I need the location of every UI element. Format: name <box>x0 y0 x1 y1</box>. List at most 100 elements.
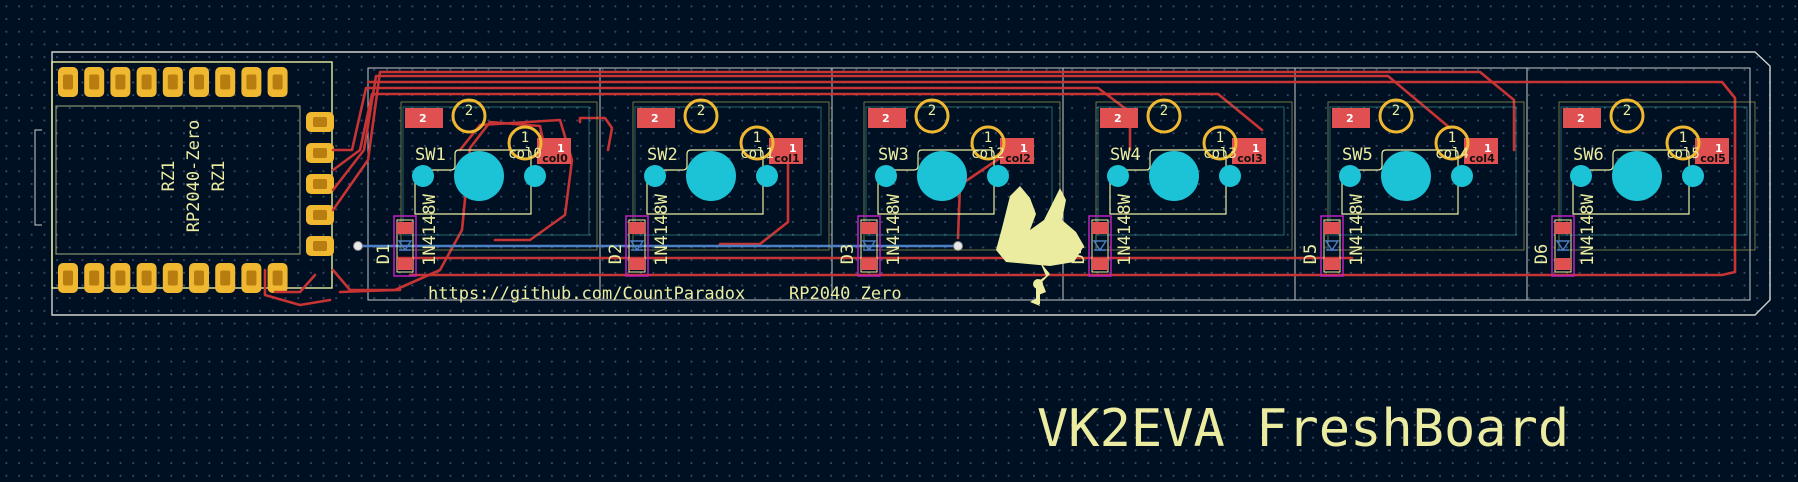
switch-smd-1-number: 1 <box>1020 142 1028 155</box>
diode-unit: D2 1N4148W <box>606 193 672 277</box>
module-pad-top-4-drill <box>141 74 152 90</box>
diode-unit: D1 1N4148W <box>374 193 440 277</box>
board-outline <box>51 51 1771 316</box>
module-value-label: RP2040-Zero <box>184 120 204 233</box>
module-ref-label: RZ1 <box>159 161 179 192</box>
diode-outline <box>1091 219 1109 273</box>
switch-col-pad-label: col0 <box>542 152 568 165</box>
switch-col-pad-label: col5 <box>1700 152 1726 165</box>
switch-col-label: col1 <box>740 146 774 162</box>
switch-smd-1-number: 1 <box>1484 142 1492 155</box>
switch-courtyard <box>1097 106 1285 236</box>
diode-courtyard <box>393 215 417 277</box>
key-grid-outline <box>367 67 1751 301</box>
switch-ref-label: SW2 <box>647 145 678 165</box>
diode-pad-bottom <box>397 258 413 270</box>
switch-col-pad-label: col1 <box>774 152 800 165</box>
via-left <box>353 241 363 251</box>
diode-pad-bottom <box>1092 258 1108 270</box>
switch-smd-2-number: 2 <box>1346 112 1354 125</box>
switch-right-post <box>756 165 778 187</box>
diode-courtyard <box>857 215 881 277</box>
switch-pin-1 <box>1202 125 1238 161</box>
board-title-text: VK2EVA FreshBoard <box>1037 399 1569 459</box>
diode-symbol <box>397 240 413 252</box>
switch-pin-2 <box>683 98 719 134</box>
module-right-pads <box>306 112 334 256</box>
module-pad-bottom-4-drill <box>141 270 152 286</box>
switch-right-post <box>524 165 546 187</box>
front-copper-traces <box>263 70 1737 307</box>
switch-courtyard <box>634 106 822 236</box>
logo-artwork <box>996 186 1084 306</box>
switch-smd-2-number: 2 <box>419 112 427 125</box>
switch-smd-2-number: 2 <box>1577 112 1585 125</box>
diode-symbol <box>1555 240 1571 252</box>
switch-smd-pad-2 <box>637 108 675 128</box>
switch-col-pad-label: col4 <box>1469 152 1495 165</box>
switch-pin-2 <box>1609 98 1645 134</box>
diode-value-label: 1N4148W <box>884 193 904 265</box>
switch-unit: 2 1 2 1 col2 col2 SW3 <box>863 98 1061 251</box>
module-pad-right-3-drill <box>313 179 327 189</box>
diode-symbol <box>629 240 645 252</box>
switch-col-label: col0 <box>508 146 542 162</box>
switch-pin-1 <box>970 125 1006 161</box>
module-pad-bottom-8-drill <box>246 270 257 286</box>
diode-pad-bottom <box>629 258 645 270</box>
switch-pin-1-number: 1 <box>984 130 992 146</box>
switch-unit: 2 1 2 1 col5 col5 SW6 <box>1558 98 1756 251</box>
switch-pin-2-number: 2 <box>1392 103 1400 119</box>
switch-courtyard <box>865 106 1053 236</box>
switch-smd-pad-1 <box>769 138 803 164</box>
switch-col-label: col2 <box>971 146 1005 162</box>
module-pad-bottom-2-drill <box>89 270 100 286</box>
switch-center-hole <box>686 151 736 201</box>
trace-rz-down <box>263 268 332 307</box>
switch-outline <box>1572 149 1690 215</box>
module-pad-bottom-9-drill <box>272 270 283 286</box>
diode-pad-top <box>861 222 877 234</box>
module-pad-right-5-drill <box>313 241 327 251</box>
trace-rz-left <box>273 273 317 294</box>
diode-pad-top <box>397 222 413 234</box>
diode-outline <box>396 219 414 273</box>
switch-pin-1-number: 1 <box>1679 130 1687 146</box>
module-pad-top-2-drill <box>89 74 100 90</box>
switch-ref-label: SW3 <box>878 145 909 165</box>
module-pad-top-8-drill <box>246 74 257 90</box>
switch-pin-2-number: 2 <box>928 103 936 119</box>
switch-outline <box>1341 149 1459 215</box>
switch-col-label: col5 <box>1666 146 1700 162</box>
switch-smd-pad-2 <box>405 108 443 128</box>
diode-unit: D5 1N4148W <box>1301 193 1367 277</box>
diode-ref-label: D3 <box>838 244 858 264</box>
switch-smd-pad-2 <box>868 108 906 128</box>
diode-ref-label: D5 <box>1301 244 1321 264</box>
module-pad-right-2-drill <box>313 148 327 158</box>
switch-courtyard <box>1329 106 1517 236</box>
switch-unit: 2 1 2 1 col4 col4 SW5 <box>1327 98 1525 251</box>
switch-outline <box>1109 149 1227 215</box>
switch-col-label: col3 <box>1203 146 1237 162</box>
switch-ref-label: SW6 <box>1573 145 1604 165</box>
switch-center-hole <box>1381 151 1431 201</box>
switch-smd-pad-2 <box>1563 108 1601 128</box>
module-pad-bottom-3-drill <box>115 270 126 286</box>
module-pad-right-1-drill <box>313 117 327 127</box>
switch-smd-pad-2 <box>1332 108 1370 128</box>
module-pad-bottom-6-drill <box>194 270 204 286</box>
switch-pin-2-number: 2 <box>1623 103 1631 119</box>
switch-smd-2-number: 2 <box>1114 112 1122 125</box>
diode-outline <box>860 219 878 273</box>
trace-row-bus <box>366 80 1737 277</box>
switch-smd-pad-1 <box>1695 138 1729 164</box>
diode-units: D1 1N4148W D2 1N4148W D3 1N4148W D4 1N <box>374 193 1598 277</box>
trace-sw1-loop <box>458 118 574 242</box>
switch-smd-1-number: 1 <box>557 142 565 155</box>
diode-pad-top <box>1324 222 1340 234</box>
mcu-note-text: RP2040 Zero <box>789 284 902 304</box>
switch-pin-1 <box>1665 125 1701 161</box>
diode-pad-bottom <box>1555 258 1571 270</box>
trace-rz-loop <box>331 268 402 292</box>
